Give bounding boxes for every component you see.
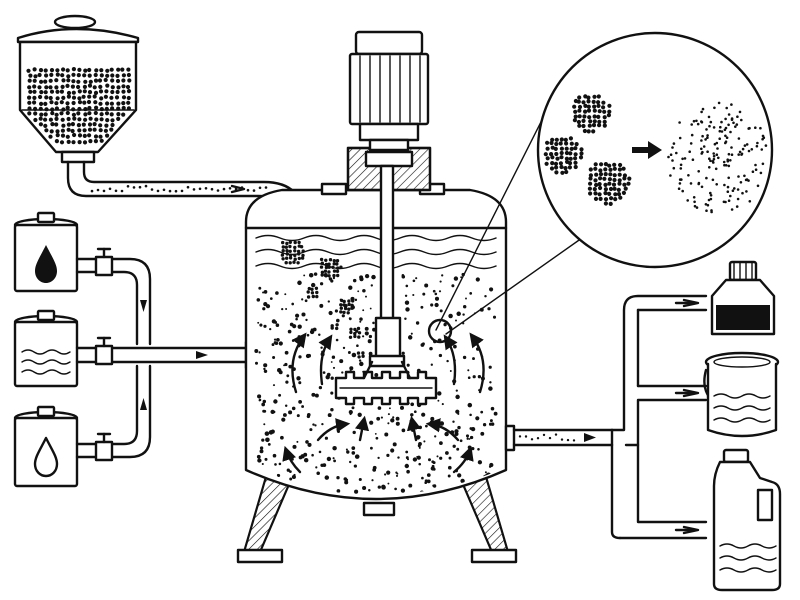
arrow-right-icon <box>674 298 700 308</box>
detail-inset <box>427 31 774 344</box>
paint-can-icon <box>703 351 780 438</box>
mixing-vessel <box>236 30 518 564</box>
particles-icon <box>26 67 132 145</box>
arrow-right-icon <box>674 525 700 535</box>
discharge-pipe <box>504 294 708 540</box>
arrow-down-icon <box>140 300 147 312</box>
drive-shaft <box>368 164 406 368</box>
valve-icon <box>94 432 114 462</box>
liquid-waves-icon <box>21 349 71 375</box>
tank-oil <box>13 211 79 293</box>
arrow-right-icon <box>632 141 662 159</box>
dispersed-particles-icon <box>667 101 768 214</box>
liquid-surface <box>255 234 497 270</box>
arrow-right-icon <box>230 184 246 194</box>
support-legs <box>236 468 518 564</box>
oil-drop-icon <box>35 245 57 283</box>
valve-icon <box>94 247 114 277</box>
jug-icon <box>712 448 782 592</box>
arrow-right-icon <box>196 351 208 359</box>
valve-icon <box>94 336 114 366</box>
tank-liquid <box>13 309 79 388</box>
tank-water <box>13 405 79 488</box>
powder-hopper <box>16 14 140 164</box>
arrow-right-icon <box>584 433 596 442</box>
bottle-icon <box>710 260 776 336</box>
impeller <box>334 360 438 406</box>
liquid-feed-manifold <box>75 247 256 462</box>
arrow-right-icon <box>674 388 700 398</box>
water-drop-icon <box>33 436 59 478</box>
flow-arrows <box>282 332 485 474</box>
arrow-up-icon <box>140 398 147 410</box>
agglomerate-cluster-icon <box>543 94 632 206</box>
motor <box>348 30 430 152</box>
